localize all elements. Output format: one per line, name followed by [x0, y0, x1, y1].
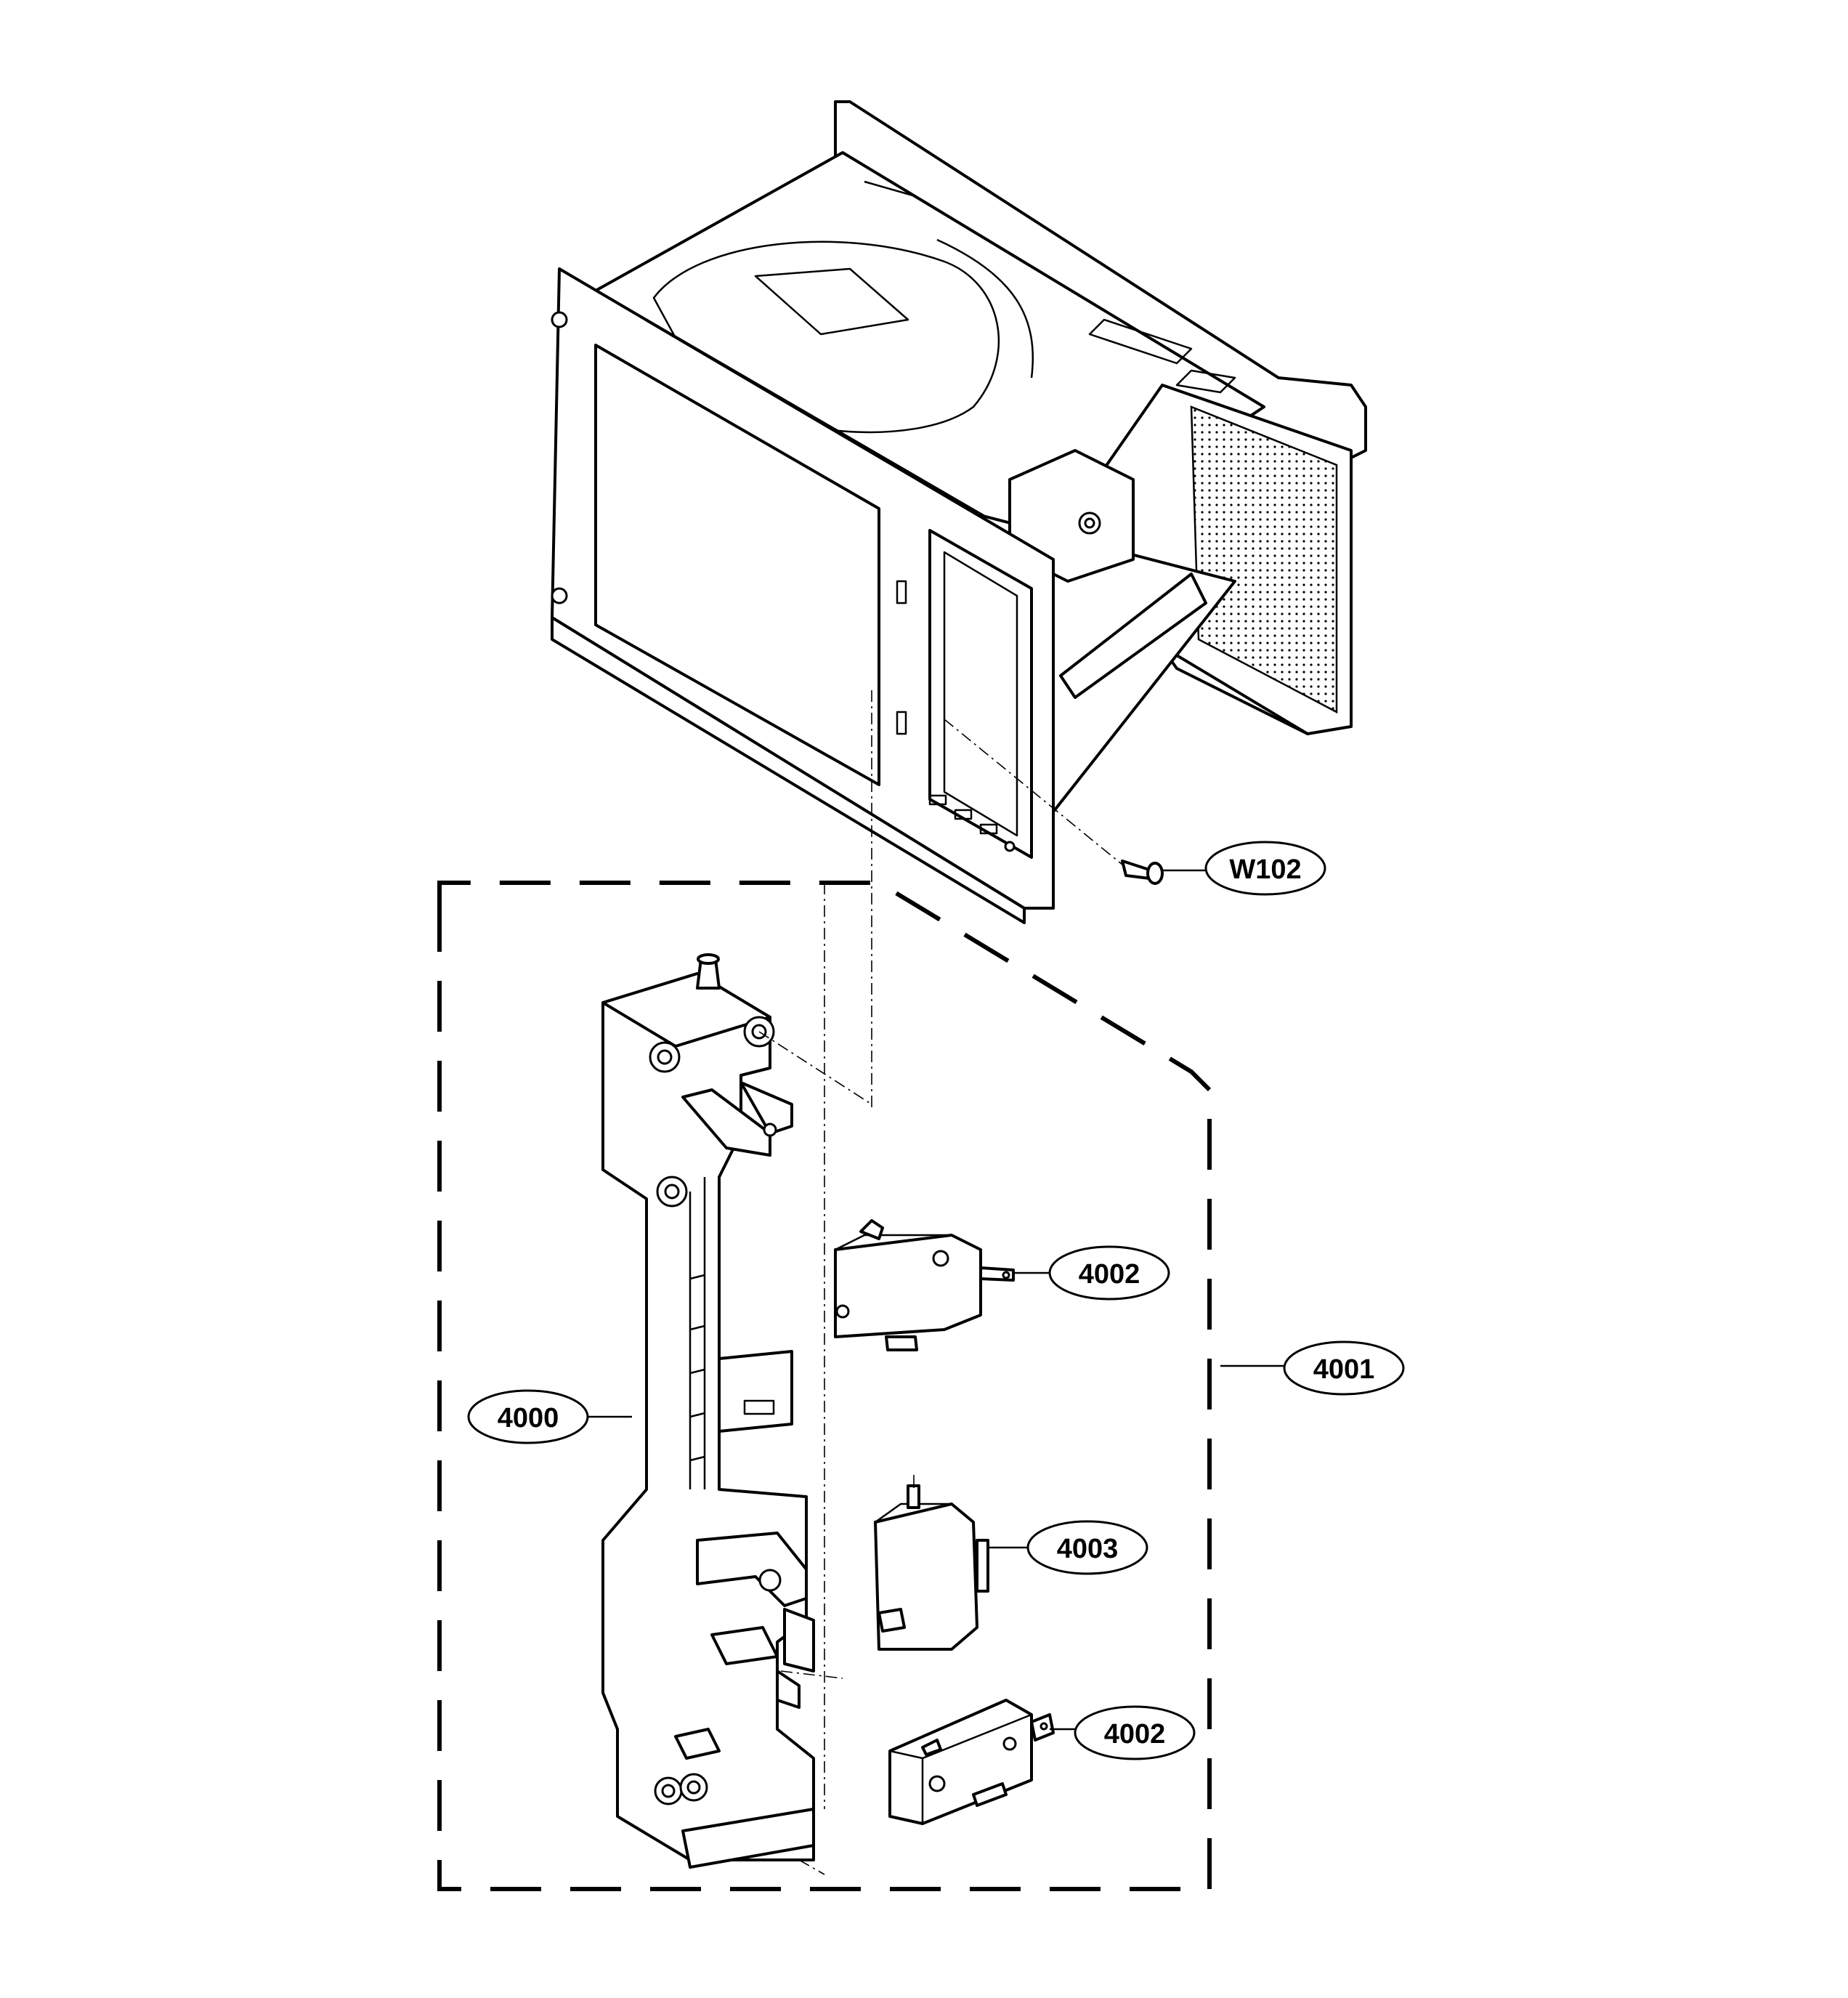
callout-4002-bottom: 4002	[1074, 1705, 1196, 1760]
alignment-line-diag-bottom	[780, 1670, 843, 1679]
screw-w102	[944, 719, 1164, 885]
alignment-line-diag-top	[758, 1031, 872, 1105]
callout-label-w102: W102	[1229, 854, 1301, 885]
microwave-cavity-assembly	[551, 100, 1367, 924]
callout-label-4002-bottom: 4002	[1104, 1719, 1166, 1750]
switch-4003	[874, 1475, 989, 1651]
callout-4002-top: 4002	[1048, 1245, 1170, 1301]
assembly-kit-boundary	[437, 881, 1212, 1891]
callout-4001: 4001	[1283, 1340, 1405, 1396]
switch-4002-top	[834, 1219, 1015, 1351]
alignment-line-bottom	[798, 1859, 825, 1875]
callout-label-4003: 4003	[1057, 1534, 1119, 1564]
latch-holder-4000	[601, 953, 815, 1869]
callout-label-4002-top: 4002	[1079, 1259, 1140, 1290]
callout-4000: 4000	[467, 1389, 589, 1444]
callout-w102: W102	[1204, 841, 1326, 896]
switch-4002-bottom	[888, 1699, 1055, 1825]
callout-4003: 4003	[1026, 1520, 1148, 1575]
callout-label-4001: 4001	[1313, 1354, 1375, 1385]
callout-label-4000: 4000	[498, 1403, 559, 1433]
